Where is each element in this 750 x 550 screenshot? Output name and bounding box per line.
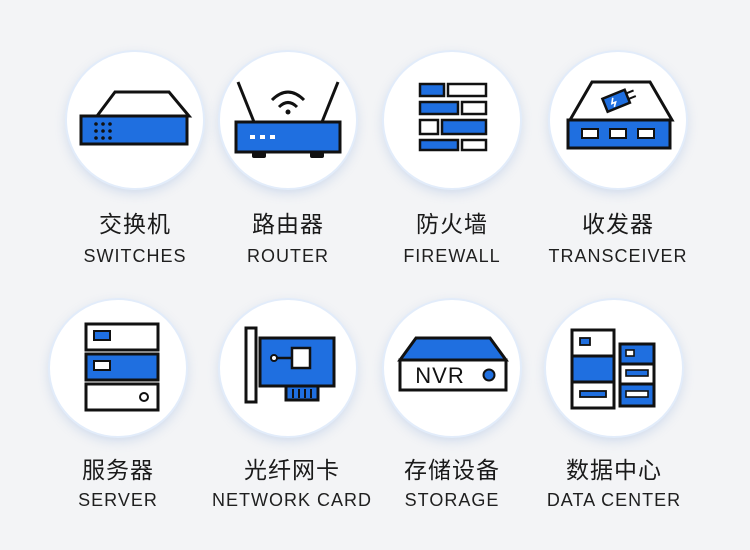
item-name-cn: 收发器 bbox=[582, 212, 654, 238]
item-name-cn: 数据中心 bbox=[566, 458, 662, 484]
item-name-cn: 光纤网卡 bbox=[244, 458, 340, 484]
item-name-en: FIREWALL bbox=[403, 246, 501, 266]
item-name-en: STORAGE bbox=[404, 490, 500, 510]
icon-circle bbox=[550, 52, 686, 188]
router-icon bbox=[234, 81, 342, 158]
item-name-cn: 防火墙 bbox=[416, 212, 488, 238]
network-card-icon bbox=[244, 326, 336, 404]
item-name-en: TRANSCEIVER bbox=[548, 246, 688, 266]
item-name-cn: 服务器 bbox=[82, 458, 154, 484]
item-name-cn: 路由器 bbox=[252, 212, 324, 238]
item-name-en: NETWORK CARD bbox=[212, 490, 372, 510]
server-icon bbox=[84, 322, 160, 412]
icon-circle bbox=[220, 52, 356, 188]
item-name-en: SWITCHES bbox=[83, 246, 187, 266]
item-name-cn: 交换机 bbox=[99, 212, 171, 238]
item-name-cn: 存储设备 bbox=[404, 458, 500, 484]
icon-circle bbox=[50, 300, 186, 436]
firewall-icon bbox=[418, 82, 488, 152]
storage-icon bbox=[397, 336, 509, 392]
data-center-icon bbox=[570, 328, 656, 410]
icon-circle bbox=[220, 300, 356, 436]
item-name-en: ROUTER bbox=[247, 246, 329, 266]
icon-circle bbox=[384, 52, 520, 188]
item-name-en: DATA CENTER bbox=[546, 490, 682, 510]
item-name-en: SERVER bbox=[78, 490, 158, 510]
icon-circle bbox=[546, 300, 682, 436]
switch-icon bbox=[79, 90, 193, 146]
icon-circle: NVR bbox=[384, 300, 520, 436]
icon-circle bbox=[67, 52, 203, 188]
nvr-label: NVR bbox=[415, 363, 465, 388]
transceiver-icon bbox=[566, 80, 675, 150]
